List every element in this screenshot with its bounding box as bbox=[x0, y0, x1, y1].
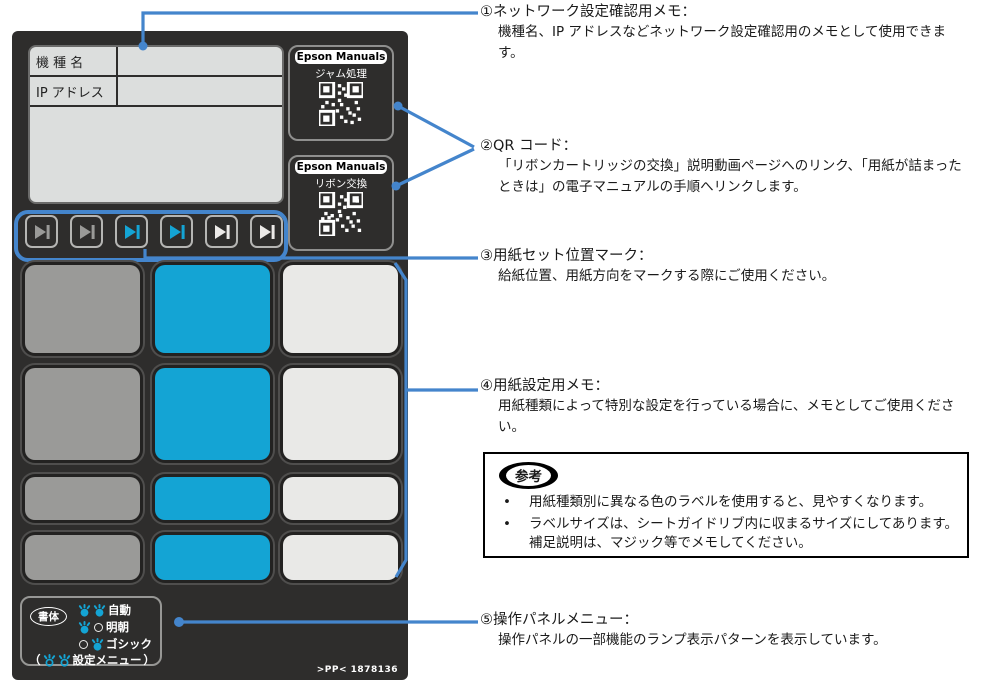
bullet-icon: • bbox=[503, 494, 511, 510]
annotation-body: 給紙位置、用紙方向をマークする際にご使用ください。 bbox=[498, 267, 836, 284]
memo-row-model: 機 種 名 bbox=[30, 47, 282, 77]
paper-marks-highlight-outline bbox=[14, 210, 288, 262]
annotation-paper-position-mark: ③用紙セット位置マーク： 給紙位置、用紙方向をマークする際にご使用ください。 bbox=[480, 247, 978, 287]
font-menu-box: 書体 自動 明朝 ゴシック （ 設定メニュー ） bbox=[20, 596, 162, 668]
lamp-off-icon bbox=[94, 622, 103, 632]
qr-code-icon bbox=[317, 190, 365, 238]
ip-address-label: IP アドレス bbox=[30, 77, 118, 105]
font-menu-row-mincho: 明朝 bbox=[78, 619, 129, 635]
qr-block-ribbon: Epson Manuals リボン交換 bbox=[288, 155, 394, 251]
paper-memo-pad bbox=[283, 477, 398, 520]
qr-code-icon bbox=[317, 80, 365, 128]
lamp-blink-icon bbox=[58, 653, 71, 667]
paper-marks-row bbox=[25, 215, 283, 248]
ip-address-value bbox=[118, 77, 282, 105]
paper-memo-pad bbox=[283, 535, 398, 580]
annotation-heading: ④用紙設定用メモ： bbox=[480, 378, 609, 394]
annotation-body: 「リボンカートリッジの交換」説明動画ページへのリンク、「用紙が詰まったときは」の… bbox=[498, 157, 962, 196]
paren-close: ） bbox=[143, 653, 156, 667]
font-menu-row-auto: 自動 bbox=[78, 602, 131, 618]
lamp-on-icon bbox=[78, 620, 91, 634]
epson-manuals-badge: Epson Manuals bbox=[295, 50, 387, 64]
qr-ribbon-label: リボン交換 bbox=[314, 178, 368, 190]
lamp-on-icon bbox=[93, 603, 106, 617]
annotation-qr-code: ②QR コード： 「リボンカートリッジの交換」説明動画ページへのリンク、「用紙が… bbox=[480, 137, 978, 199]
annotation-body: 機種名、IP アドレスなどネットワーク設定確認用のメモとして使用できます。 bbox=[498, 23, 947, 62]
annotation-heading: ⑤操作パネルメニュー： bbox=[480, 612, 638, 628]
lamp-on-icon bbox=[91, 637, 104, 651]
annotation-operation-panel-menu: ⑤操作パネルメニュー： 操作パネルの一部機能のランプ表示パターンを表示しています… bbox=[480, 611, 978, 651]
lamp-off-icon bbox=[79, 639, 88, 649]
lamp-blink-icon bbox=[43, 653, 56, 667]
note-item: • 用紙種類別に異なる色のラベルを使用すると、見やすくなります。 bbox=[503, 493, 959, 513]
qr-block-jam: Epson Manuals ジャム処理 bbox=[288, 45, 394, 141]
annotation-paper-setting-memo: ④用紙設定用メモ： 用紙種類によって特別な設定を行っている場合に、メモとしてご使… bbox=[480, 377, 978, 439]
paper-mark-icon bbox=[25, 215, 58, 248]
epson-manuals-badge: Epson Manuals bbox=[295, 160, 387, 174]
paper-mark-icon bbox=[115, 215, 148, 248]
paper-memo-pad bbox=[155, 265, 270, 353]
annotation-heading: ③用紙セット位置マーク： bbox=[480, 248, 653, 264]
model-name-label: 機 種 名 bbox=[30, 47, 118, 75]
annotation-body: 操作パネルの一部機能のランプ表示パターンを表示しています。 bbox=[498, 631, 887, 648]
font-auto-label: 自動 bbox=[108, 603, 131, 617]
paper-memo-pad bbox=[25, 535, 140, 580]
reference-badge: 参考 bbox=[499, 462, 558, 489]
paper-memo-pad bbox=[25, 477, 140, 520]
paper-mark-icon bbox=[160, 215, 193, 248]
paper-memo-pad bbox=[25, 368, 140, 460]
paper-mark-icon bbox=[70, 215, 103, 248]
annotation-heading: ②QR コード： bbox=[480, 138, 578, 154]
part-number: >PP< 1878136 bbox=[316, 665, 398, 675]
reference-note-box: 参考 • 用紙種類別に異なる色のラベルを使用すると、見やすくなります。 • ラベ… bbox=[483, 452, 969, 558]
note-item: • ラベルサイズは、シートガイドリブ内に収まるサイズにしてあります。補足説明は、… bbox=[503, 515, 959, 554]
font-menu-footer: （ 設定メニュー ） bbox=[29, 652, 155, 668]
settings-menu-label: 設定メニュー bbox=[72, 653, 142, 667]
paper-mark-icon bbox=[205, 215, 238, 248]
paper-memo-pad bbox=[283, 368, 398, 460]
note-item-text: ラベルサイズは、シートガイドリブ内に収まるサイズにしてあります。補足説明は、マジ… bbox=[529, 515, 959, 552]
font-menu-title: 書体 bbox=[30, 607, 67, 626]
font-mincho-label: 明朝 bbox=[106, 620, 129, 634]
paper-memo-pad bbox=[155, 535, 270, 580]
font-gothic-label: ゴシック bbox=[106, 637, 152, 651]
paper-mark-icon bbox=[250, 215, 283, 248]
note-item-text: 用紙種類別に異なる色のラベルを使用すると、見やすくなります。 bbox=[529, 494, 933, 510]
paper-memo-pad bbox=[155, 477, 270, 520]
font-menu-row-gothic: ゴシック bbox=[78, 636, 152, 652]
paper-memo-pad bbox=[25, 265, 140, 353]
network-memo-area: 機 種 名 IP アドレス bbox=[28, 45, 284, 204]
qr-jam-label: ジャム処理 bbox=[315, 68, 367, 80]
printer-label-panel: 機 種 名 IP アドレス Epson Manuals ジャム処理 bbox=[12, 31, 408, 680]
annotation-network-memo: ①ネットワーク設定確認用メモ： 機種名、IP アドレスなどネットワーク設定確認用… bbox=[480, 3, 978, 65]
annotation-heading: ①ネットワーク設定確認用メモ： bbox=[480, 4, 696, 20]
paren-open: （ bbox=[29, 653, 41, 667]
annotation-body: 用紙種類によって特別な設定を行っている場合に、メモとしてご使用ください。 bbox=[498, 397, 955, 436]
paper-memo-pad bbox=[155, 368, 270, 460]
paper-memo-pad bbox=[283, 265, 398, 353]
memo-row-ip: IP アドレス bbox=[30, 77, 282, 107]
lamp-on-icon bbox=[78, 603, 91, 617]
bullet-icon: • bbox=[503, 515, 511, 532]
model-name-value bbox=[118, 47, 282, 75]
